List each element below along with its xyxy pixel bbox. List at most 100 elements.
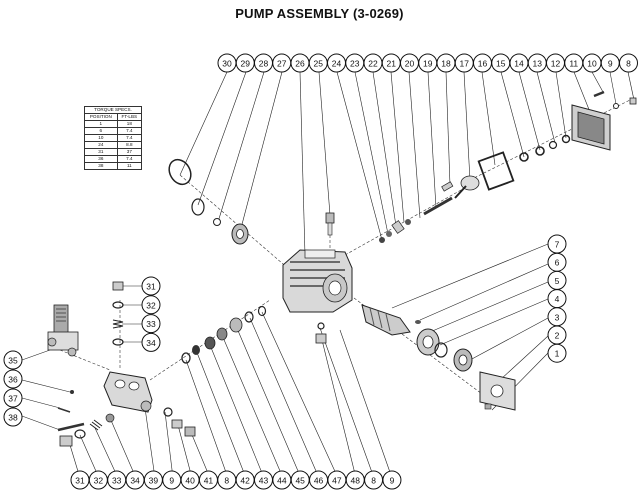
leader-lines (21, 71, 635, 479)
part-balloon-20: 20 (400, 53, 419, 73)
part-balloon-label: 34 (130, 476, 140, 486)
seal-part (192, 345, 200, 355)
part-balloon-label: 39 (149, 476, 159, 486)
screw-part (57, 407, 71, 413)
valve-part (105, 413, 115, 423)
part-balloon-label: 30 (222, 59, 232, 69)
part-balloon-label: 26 (295, 59, 305, 69)
part-balloon-43: 43 (254, 470, 273, 490)
part-balloon-36: 36 (3, 369, 23, 389)
part-balloon-label: 25 (314, 59, 324, 69)
part-balloon-label: 43 (259, 476, 269, 486)
part-balloon-label: 17 (460, 59, 470, 69)
part-balloon-label: 18 (441, 59, 451, 69)
part-balloon-24: 24 (327, 53, 346, 73)
part-balloon-9: 9 (382, 470, 402, 490)
part-balloon-33: 33 (107, 470, 127, 490)
assembly-axes (59, 99, 631, 401)
part-balloon-23: 23 (345, 53, 365, 73)
part-balloon-label: 24 (332, 59, 342, 69)
seal-part (244, 311, 254, 323)
rear-cover-part (571, 104, 611, 151)
part-balloon-28: 28 (254, 53, 273, 73)
part-balloon-label: 20 (405, 59, 415, 69)
breather-cap-part (325, 212, 335, 236)
plug-part (171, 419, 183, 429)
part-balloon-label: 9 (390, 476, 395, 486)
plug-part (184, 426, 196, 437)
part-balloon-label: 9 (169, 476, 174, 486)
seal-part (181, 352, 191, 364)
bushing-part (391, 220, 405, 234)
part-balloon-label: 35 (8, 356, 18, 366)
seal-part (229, 317, 243, 333)
o-ring-part (317, 322, 325, 330)
part-balloon-label: 32 (94, 476, 104, 486)
part-balloon-7: 7 (547, 234, 567, 254)
part-balloon-label: 8 (371, 476, 376, 486)
key-part (415, 320, 421, 324)
screw-part (70, 390, 74, 394)
seal-part (379, 237, 385, 243)
retaining-ring-part (434, 342, 448, 358)
part-balloon-label: 2 (555, 331, 560, 341)
part-balloon-8: 8 (217, 470, 237, 490)
part-balloon-31: 31 (70, 470, 90, 490)
part-balloon-22: 22 (363, 53, 383, 73)
part-balloon-label: 40 (185, 476, 195, 486)
part-balloon-30: 30 (217, 53, 237, 73)
part-balloon-27: 27 (272, 53, 292, 73)
spring-part (112, 319, 124, 329)
part-balloon-label: 47 (332, 476, 342, 486)
part-balloon-label: 29 (241, 59, 251, 69)
plug-part (59, 435, 73, 447)
oil-seal-inner (422, 335, 434, 349)
part-balloon-14: 14 (509, 53, 529, 73)
part-balloon-label: 23 (350, 59, 360, 69)
seal-part (204, 336, 216, 350)
o-ring-part (74, 429, 86, 439)
seal-part (216, 327, 228, 341)
part-balloon-label: 31 (75, 476, 85, 486)
part-balloon-label: 1 (555, 349, 560, 359)
bolt-part (57, 422, 85, 432)
part-balloon-label: 22 (368, 59, 378, 69)
part-balloon-9: 9 (600, 53, 620, 73)
plug-part (613, 103, 619, 109)
part-balloon-16: 16 (473, 53, 492, 73)
part-balloon-label: 46 (314, 476, 324, 486)
part-balloon-label: 19 (423, 59, 433, 69)
part-balloon-5: 5 (547, 270, 567, 290)
manifold-part (103, 371, 153, 413)
part-balloon-label: 16 (478, 59, 488, 69)
page-title: PUMP ASSEMBLY (3-0269) (235, 6, 404, 21)
part-balloon-2: 2 (547, 325, 567, 345)
part-balloon-17: 17 (454, 53, 474, 73)
o-ring-part (112, 301, 124, 309)
part-balloon-31: 31 (141, 276, 161, 296)
plug-part (112, 281, 124, 291)
small-ring-part (213, 218, 221, 226)
part-balloon-33: 33 (141, 314, 161, 334)
part-balloon-45: 45 (290, 470, 310, 490)
drain-plug-part (315, 333, 327, 344)
part-balloon-label: 8 (626, 59, 631, 69)
part-balloon-label: 11 (569, 59, 578, 69)
part-balloon-label: 38 (8, 413, 18, 423)
snap-ring-part (168, 158, 192, 186)
part-balloon-13: 13 (527, 53, 547, 73)
part-balloon-18: 18 (436, 53, 456, 73)
part-balloon-label: 7 (555, 240, 560, 250)
part-balloon-label: 36 (8, 375, 18, 385)
part-balloon-label: 28 (259, 59, 269, 69)
part-balloon-26: 26 (290, 53, 310, 73)
part-balloon-label: 41 (204, 476, 214, 486)
part-balloon-label: 42 (240, 476, 250, 486)
part-balloon-label: 33 (112, 476, 122, 486)
part-balloon-40: 40 (180, 470, 200, 490)
part-balloon-34: 34 (125, 470, 145, 490)
part-balloon-label: 21 (387, 59, 397, 69)
part-balloon-32: 32 (141, 295, 161, 315)
part-balloon-label: 33 (146, 319, 156, 329)
